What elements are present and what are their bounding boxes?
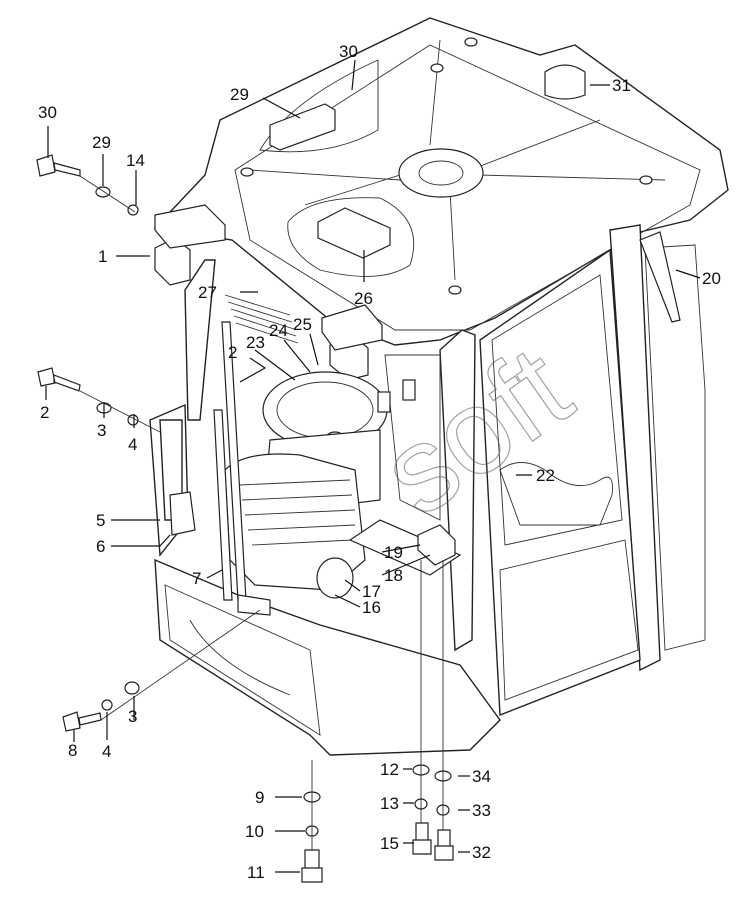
lockwasher-4-left xyxy=(127,414,139,426)
callout-13: 14 xyxy=(126,151,145,170)
washer-27 xyxy=(95,186,111,198)
work-lamp-mount-left xyxy=(154,204,226,249)
roof-recess-box xyxy=(317,207,391,259)
wiper-bracket xyxy=(169,491,196,536)
bolt-32 xyxy=(434,829,454,861)
callout-13b: 13 xyxy=(380,794,399,813)
callout-11: 11 xyxy=(247,863,265,882)
callout-16: 17 xyxy=(362,582,381,601)
bolt-28 xyxy=(36,154,81,177)
roof-bolt xyxy=(448,285,462,295)
callout-7: 7 xyxy=(192,569,201,588)
front-right-pillar xyxy=(439,329,476,652)
callout-4b: 4 xyxy=(102,742,111,761)
roof-bolt xyxy=(430,63,444,73)
callout-5: 5 xyxy=(96,511,105,530)
callout-32: 32 xyxy=(472,843,491,862)
roof-bolt xyxy=(639,175,653,185)
callout-15: 16 xyxy=(362,598,381,617)
callout-8: 8 xyxy=(68,741,77,760)
lockwasher-4-lower xyxy=(101,699,113,711)
front-wiper-blade xyxy=(213,409,233,601)
callout-3: 3 xyxy=(97,421,106,440)
callout-12: 12 xyxy=(380,760,399,779)
bolt-8 xyxy=(62,711,102,732)
roof-module-box xyxy=(269,103,336,151)
callout-2b: 2 xyxy=(228,343,237,362)
cab-lower-left-panel xyxy=(164,584,321,736)
roof-bolt xyxy=(464,37,478,47)
callout-34: 34 xyxy=(472,767,491,786)
callout-26: 27 xyxy=(198,283,217,302)
rear-interior-wall xyxy=(384,354,441,521)
bolt-14 xyxy=(412,822,432,855)
callout-31: 31 xyxy=(612,76,631,95)
callout-14: 15 xyxy=(380,834,399,853)
roof-center-hatch xyxy=(398,148,484,198)
switch-panel xyxy=(377,391,391,413)
bolt-11 xyxy=(301,849,323,883)
rear-window xyxy=(644,244,706,651)
work-lamp-mount-right xyxy=(321,304,383,351)
rear-wiper-blade xyxy=(639,231,681,323)
right-side-door-frame xyxy=(479,248,641,717)
callout-19: 20 xyxy=(702,269,721,288)
callout-2: 2 xyxy=(40,403,49,422)
callout-9: 9 xyxy=(255,788,264,807)
callout-33: 33 xyxy=(472,801,491,820)
callout-24: 25 xyxy=(293,315,312,334)
right-door-window xyxy=(491,274,623,546)
roof-bolt xyxy=(240,167,254,177)
callout-28: 30 xyxy=(38,103,57,122)
switch-panel xyxy=(402,379,416,401)
wiper-motor xyxy=(237,594,271,616)
callout-4: 4 xyxy=(128,435,137,454)
roof-center-hatch-inner xyxy=(418,160,464,186)
roof-ribs xyxy=(249,39,666,281)
roof-inner-edge xyxy=(234,44,701,331)
callout-3b: 3 xyxy=(128,707,137,726)
callout-20: 22 xyxy=(536,466,555,485)
console-grille xyxy=(239,479,356,546)
explode-axis-lines xyxy=(79,175,444,850)
floor-part-box xyxy=(417,524,456,566)
callout-29: 29 xyxy=(230,85,249,104)
leader-lines xyxy=(45,59,701,873)
callout-25: 26 xyxy=(354,289,373,308)
washer-13-top xyxy=(127,204,139,216)
bolt-2 xyxy=(37,367,81,392)
callout-6: 6 xyxy=(96,537,105,556)
callout-23: 24 xyxy=(269,321,288,340)
hvac-louvre xyxy=(224,294,299,344)
washer-3-lower xyxy=(124,681,140,695)
callout-1: 1 xyxy=(98,247,107,266)
left-door-handle-recess xyxy=(189,619,291,696)
callout-22: 23 xyxy=(246,333,265,352)
front-left-pillar xyxy=(184,259,216,421)
callout-10: 10 xyxy=(245,822,264,841)
callout-17: 18 xyxy=(384,566,403,585)
right-door-lower-panel xyxy=(499,539,639,701)
callout-30: 30 xyxy=(339,42,358,61)
pedal-disk xyxy=(316,557,354,599)
callout-18: 19 xyxy=(384,543,403,562)
callout-27: 29 xyxy=(92,133,111,152)
roof-recess-outline xyxy=(287,197,415,277)
rear-tray-hose xyxy=(499,462,613,526)
beacon-lamp xyxy=(544,64,586,100)
